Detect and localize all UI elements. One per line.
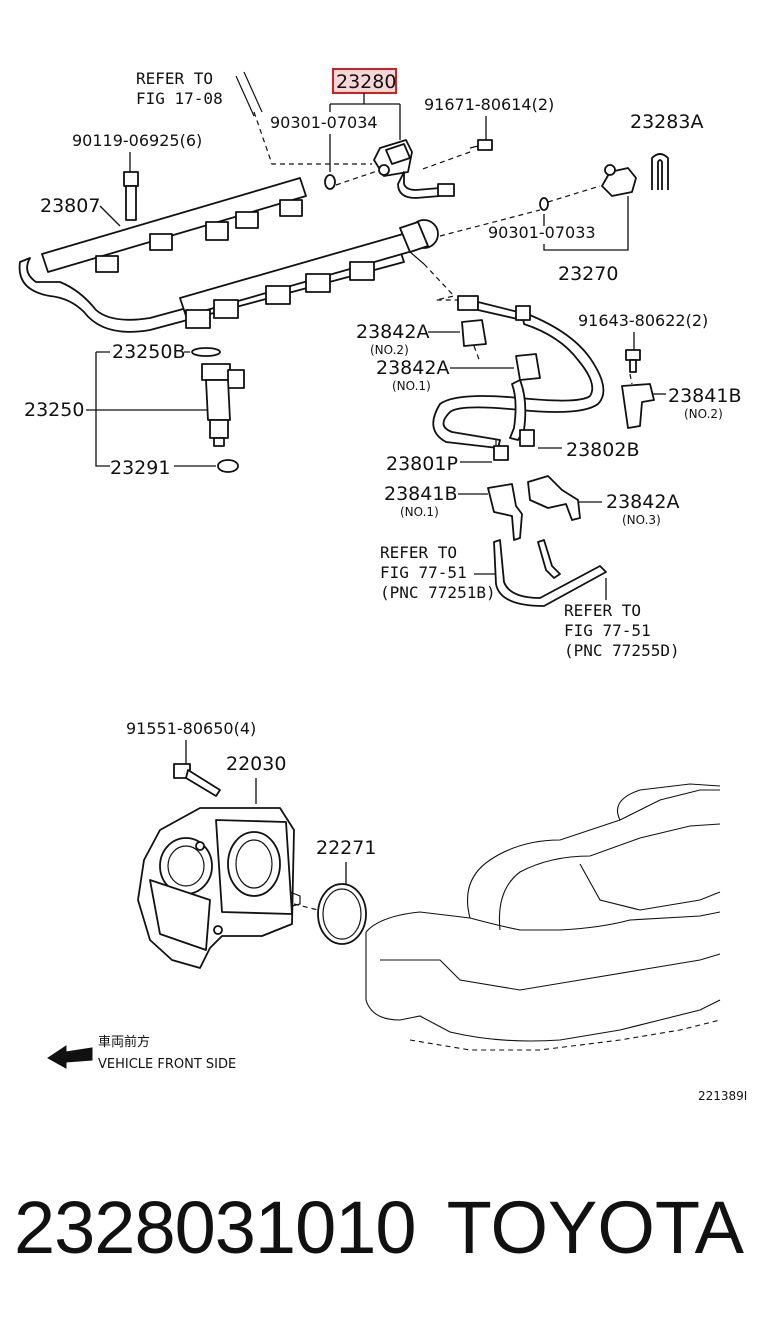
label-90119-06925: 90119-06925(6) — [72, 131, 202, 150]
label-23280: 23280 — [336, 71, 396, 93]
hose-77255D — [537, 539, 561, 579]
leader-23250-bracket — [86, 352, 210, 467]
gasket-22271-inner — [322, 888, 362, 940]
label-23841B-no2: 23841B — [668, 385, 741, 407]
label-23270: 23270 — [558, 263, 618, 285]
refer-77251B-line1: REFER TO — [380, 543, 457, 562]
refer-77255D-line1: REFER TO — [564, 601, 641, 620]
label-91643-80622: 91643-80622(2) — [578, 311, 708, 330]
label-no3: (NO.3) — [622, 513, 661, 527]
pulsation-damper-23270 — [601, 164, 637, 197]
leader-23807 — [99, 205, 121, 227]
o-ring-90301-07033 — [539, 197, 549, 211]
pressure-regulator-23280 — [373, 139, 455, 199]
vehicle-front-jp: 車両前方 — [98, 1034, 150, 1050]
fuel-rail-23807 — [18, 177, 439, 333]
label-23842A-no1: 23842A — [376, 357, 449, 379]
footer-part-number: 2328031010 — [14, 1186, 417, 1269]
seal-23291 — [217, 459, 239, 473]
label-90301-07033: 90301-07033 — [488, 223, 596, 242]
intake-manifold-outline — [365, 783, 721, 1051]
bolt-91643-80622 — [625, 349, 641, 373]
dash-oring-to-regulator — [335, 169, 381, 186]
label-no2-a: (NO.2) — [370, 343, 409, 357]
o-ring-90301-07034 — [324, 174, 336, 190]
dash-clip-no2 — [473, 345, 481, 363]
label-91551-80650: 91551-80650(4) — [126, 719, 256, 738]
label-no2-b: (NO.2) — [684, 407, 723, 421]
bolt-90119-06925 — [123, 171, 139, 221]
label-23291: 23291 — [110, 457, 170, 479]
label-23801P: 23801P — [386, 453, 458, 475]
hose-77251B — [493, 539, 607, 607]
refer-77251B-line2: FIG 77-51 — [380, 563, 467, 582]
refer-77251B-line3: (PNC 77251B) — [380, 583, 496, 602]
dash-rail-to-line — [423, 263, 466, 301]
refer-77255D-line2: FIG 77-51 — [564, 621, 651, 640]
refer-77255D-line3: (PNC 77255D) — [564, 641, 680, 660]
throttle-body-22030 — [137, 807, 301, 969]
label-22271: 22271 — [316, 837, 376, 859]
clamp-23841B-no1 — [487, 483, 523, 541]
leader-23280 — [329, 93, 401, 140]
clamp-23841B-no2 — [621, 383, 655, 429]
bolt-91671-80614 — [469, 139, 493, 151]
label-90301-07034: 90301-07034 — [270, 113, 378, 132]
footer: 2328031010 TOYOTA — [0, 1185, 760, 1285]
label-23802B: 23802B — [566, 439, 639, 461]
fuel-injector-23250 — [201, 363, 245, 447]
clip-23842A-no2 — [461, 319, 487, 347]
label-23842A-no3: 23842A — [606, 491, 679, 513]
o-ring-23250B — [191, 347, 221, 357]
leader-23270 — [543, 196, 629, 251]
hose-end-fig1708 — [235, 71, 263, 117]
label-23842A-no2: 23842A — [356, 321, 429, 343]
gasket-22271 — [317, 883, 367, 945]
footer-brand: TOYOTA — [446, 1186, 744, 1269]
dash-bolt-91643 — [629, 373, 633, 385]
label-no1-a: (NO.1) — [392, 379, 431, 393]
label-91671-80614: 91671-80614(2) — [424, 95, 554, 114]
clip-23842A-no1 — [515, 353, 541, 381]
dash-gasket — [293, 903, 319, 911]
leader-dash-fig1708 — [253, 111, 372, 165]
refer-fig-1708-line1: REFER TO — [136, 69, 213, 88]
vehicle-front-en: VEHICLE FRONT SIDE — [98, 1057, 236, 1072]
clip-23283A — [651, 153, 669, 190]
label-23250: 23250 — [24, 399, 84, 421]
label-23250B: 23250B — [112, 341, 185, 363]
label-23283A: 23283A — [630, 111, 703, 133]
clip-23842A-no3 — [527, 475, 581, 521]
refer-fig-1708-line2: FIG 17-08 — [136, 89, 223, 108]
fuel-line-23802B — [432, 295, 605, 461]
vehicle-front-arrow-icon — [47, 1045, 93, 1069]
dash-damper-to-rail — [439, 185, 601, 237]
label-22030: 22030 — [226, 753, 286, 775]
dash-bolt-91671 — [419, 151, 471, 171]
label-23841B-no1: 23841B — [384, 483, 457, 505]
label-23807: 23807 — [40, 195, 100, 217]
bolt-91551-80650 — [173, 763, 221, 797]
label-no1-b: (NO.1) — [400, 505, 439, 519]
diagram-code: 221389I — [698, 1089, 747, 1103]
